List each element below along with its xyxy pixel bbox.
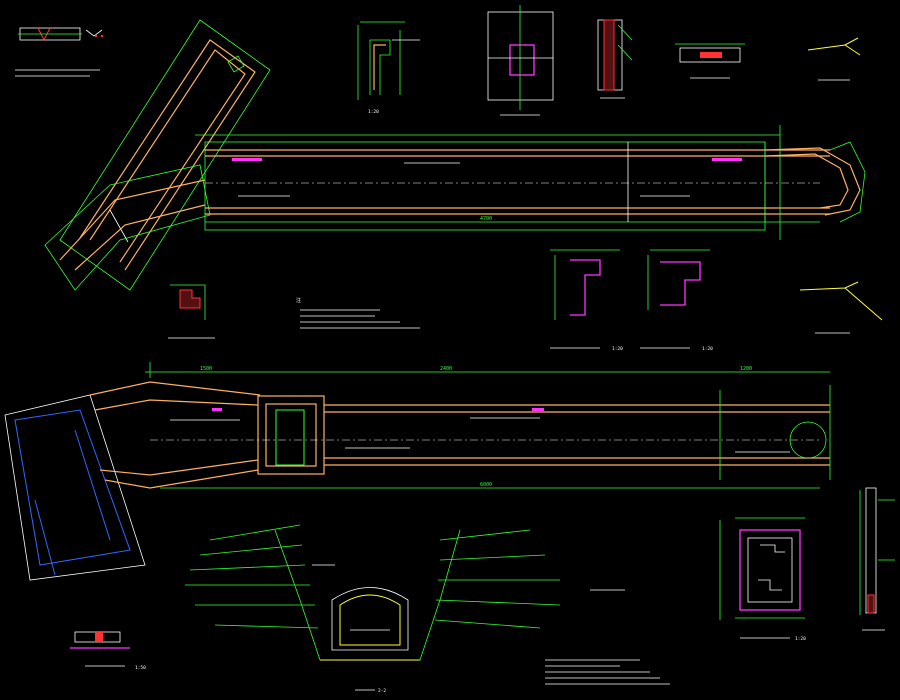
notes-upper: 注 (296, 297, 420, 329)
detail-joint (675, 43, 745, 79)
section-wall: 1:20 (357, 21, 420, 115)
section-2-2-title: 2-2 (378, 688, 386, 694)
detail-right-edge (859, 487, 895, 631)
step-detail-b: 1:20 (640, 249, 713, 352)
box-section-scale: 1:20 (795, 636, 806, 642)
section-plan-box (487, 5, 554, 116)
section-wall-scale: 1:20 (368, 109, 379, 115)
box-section: 1:20 (719, 517, 806, 642)
notes-label: 注 (296, 297, 301, 304)
step-a-scale: 1:20 (612, 346, 623, 352)
plan-upper: 4700 (44, 19, 866, 291)
dim-lower-c: 1200 (740, 366, 752, 372)
detail-stair (168, 284, 215, 339)
section-1-1: 1:50 (70, 631, 146, 671)
notes-lower (545, 659, 670, 685)
pipe-sketch-mid (799, 281, 883, 334)
dim-lower-b: 2400 (440, 366, 452, 372)
pipe-sketch-top (807, 37, 861, 81)
section-1-1-scale: 1:50 (135, 665, 146, 671)
step-detail-a: 1:20 (550, 249, 623, 352)
step-b-scale: 1:20 (702, 346, 713, 352)
detail-top-left (15, 27, 104, 77)
dim-lower-total: 6000 (480, 482, 492, 488)
detail-red-rebar (597, 19, 633, 99)
plan-lower: 1500 2400 1200 6000 (4, 362, 831, 581)
dim-upper-total: 4700 (480, 216, 492, 222)
section-2-2: 2-2 (185, 524, 561, 694)
dim-lower-a: 1500 (200, 366, 212, 372)
